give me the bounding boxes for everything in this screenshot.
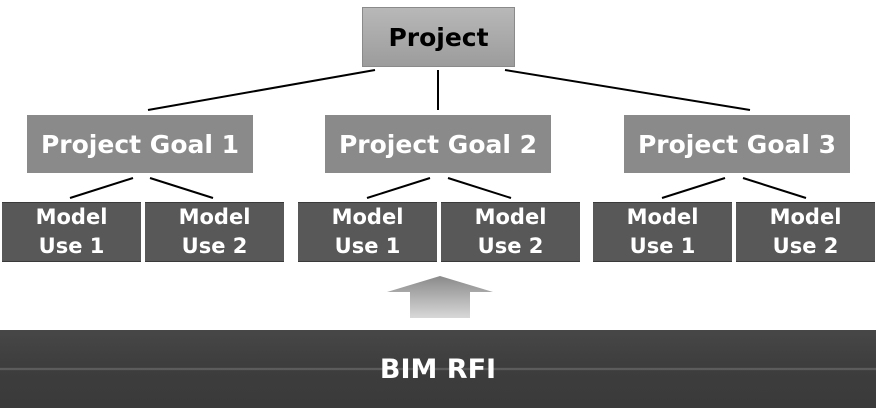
goal-1-model-use-2: Model Use 2 bbox=[145, 202, 284, 262]
project-label: Project bbox=[388, 22, 489, 52]
connector-goal3-use1 bbox=[661, 177, 726, 199]
model-use-line2: Use 2 bbox=[477, 234, 544, 258]
goal-3-model-use-2: Model Use 2 bbox=[736, 202, 875, 262]
connector-goal1-use2 bbox=[149, 177, 214, 199]
project-goal-1-label: Project Goal 1 bbox=[40, 129, 240, 159]
model-use-line2: Use 1 bbox=[38, 234, 105, 258]
connector-goal3-use2 bbox=[742, 177, 807, 199]
goal-2-model-use-1: Model Use 1 bbox=[298, 202, 437, 262]
goal-3-model-use-1: Model Use 1 bbox=[593, 202, 732, 262]
up-arrow-icon bbox=[387, 276, 493, 318]
model-use-line2: Use 1 bbox=[334, 234, 401, 258]
model-use-line1: Model bbox=[626, 205, 699, 229]
model-use-line2: Use 1 bbox=[629, 234, 696, 258]
model-use-line1: Model bbox=[178, 205, 251, 229]
model-use-line1: Model bbox=[474, 205, 547, 229]
connector-goal2-use2 bbox=[447, 177, 512, 199]
model-use-line1: Model bbox=[35, 205, 108, 229]
bim-rfi-base-bar: BIM RFI bbox=[0, 330, 876, 408]
project-goal-2-label: Project Goal 2 bbox=[338, 129, 538, 159]
bim-rfi-label: BIM RFI bbox=[379, 353, 497, 385]
model-use-line1: Model bbox=[769, 205, 842, 229]
model-use-line2: Use 2 bbox=[181, 234, 248, 258]
project-goal-2-node: Project Goal 2 bbox=[325, 115, 551, 173]
connector-goal2-use1 bbox=[366, 177, 431, 199]
project-goal-1-node: Project Goal 1 bbox=[27, 115, 253, 173]
connector-root-goal1 bbox=[147, 69, 376, 111]
goal-1-model-use-1: Model Use 1 bbox=[2, 202, 141, 262]
project-goal-3-node: Project Goal 3 bbox=[624, 115, 850, 173]
project-node: Project bbox=[362, 7, 515, 67]
connector-goal1-use1 bbox=[69, 177, 134, 199]
model-use-line2: Use 2 bbox=[772, 234, 839, 258]
project-goal-3-label: Project Goal 3 bbox=[637, 129, 837, 159]
connector-root-goal3 bbox=[504, 69, 751, 111]
goal-2-model-use-2: Model Use 2 bbox=[441, 202, 580, 262]
model-use-line1: Model bbox=[331, 205, 404, 229]
